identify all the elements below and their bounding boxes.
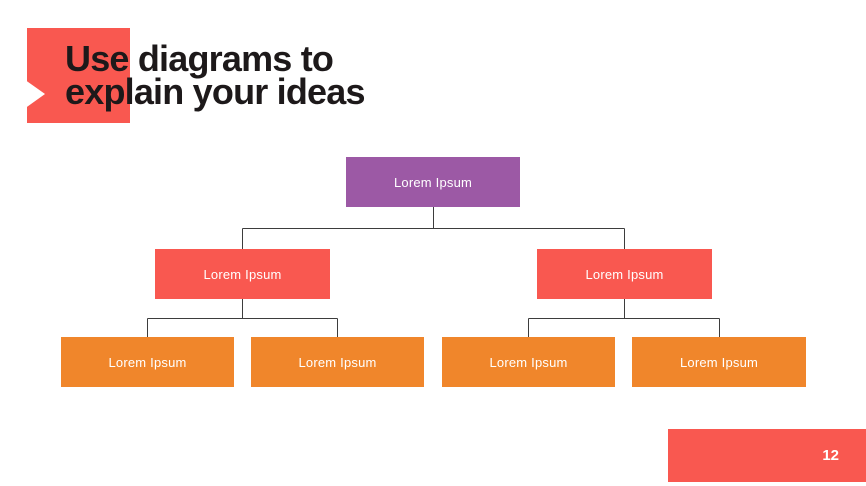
connector-left-branch-to-leaves bbox=[147, 299, 338, 338]
diagram-node-branch-right-label: Lorem Ipsum bbox=[585, 266, 664, 282]
diagram-node-branch-left: Lorem Ipsum bbox=[155, 249, 330, 299]
slide-title: Use diagrams to explain your ideas bbox=[65, 38, 366, 112]
connector-root-to-branches bbox=[242, 207, 625, 250]
diagram-node-leaf-1: Lorem Ipsum bbox=[61, 337, 234, 387]
page-number-banner: 12 bbox=[668, 429, 866, 482]
slide-title-line-2: explain your ideas bbox=[65, 71, 366, 112]
connector-right-branch-to-leaves bbox=[528, 299, 720, 338]
diagram-node-leaf-4-label: Lorem Ipsum bbox=[679, 354, 759, 370]
diagram-node-leaf-2: Lorem Ipsum bbox=[251, 337, 424, 387]
slide-title-line-1: Use diagrams to bbox=[65, 38, 334, 79]
title-accent-ribbon bbox=[27, 28, 130, 123]
diagram-node-branch-left-label: Lorem Ipsum bbox=[203, 266, 282, 282]
diagram-node-leaf-3-label: Lorem Ipsum bbox=[489, 354, 568, 370]
diagram-node-leaf-1-label: Lorem Ipsum bbox=[108, 354, 187, 370]
diagram-node-leaf-4: Lorem Ipsum bbox=[632, 337, 806, 387]
diagram-node-branch-right: Lorem Ipsum bbox=[537, 249, 712, 299]
diagram-node-leaf-2-label: Lorem Ipsum bbox=[298, 354, 377, 370]
diagram-node-root-label: Lorem Ipsum bbox=[393, 174, 473, 190]
page-number: 12 bbox=[822, 447, 839, 464]
diagram-node-root: Lorem Ipsum bbox=[346, 157, 520, 207]
diagram-node-leaf-3: Lorem Ipsum bbox=[442, 337, 615, 387]
